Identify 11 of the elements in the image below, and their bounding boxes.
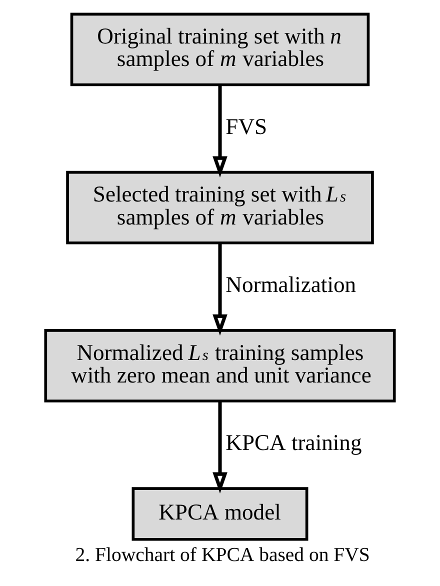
- edge-label: FVS: [226, 114, 268, 139]
- node-box: KPCA model: [132, 487, 308, 541]
- caption: 2. Flowchart of KPCA based on FVS: [75, 544, 370, 566]
- node-box: Selected training set with Ls samples of m variables: [66, 170, 374, 244]
- arrow: [212, 401, 228, 494]
- arrow: [212, 243, 228, 336]
- arrow: [212, 84, 228, 178]
- node-box: Normalized Ls training samples with zero mean and unit variance: [44, 329, 396, 402]
- edge-label: Normalization: [226, 272, 356, 298]
- node-box: Original training set with n samples of m variables: [70, 12, 370, 86]
- edge-label: KPCA training: [226, 430, 362, 456]
